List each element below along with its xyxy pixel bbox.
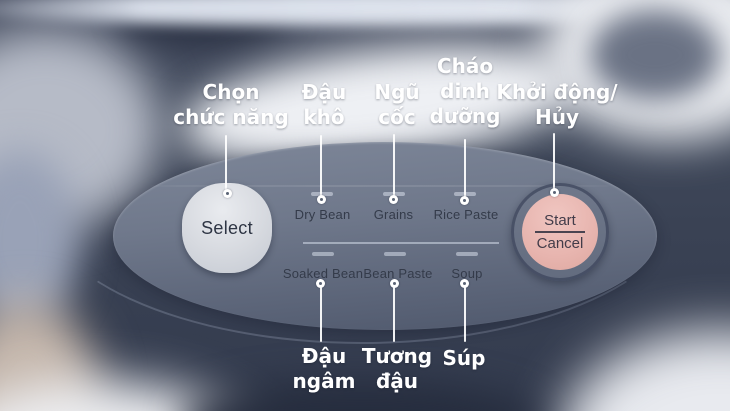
program-label-bean-paste: Bean Paste [363,266,433,281]
callout-line-grains [392,134,395,198]
annotation-dau-kho: Đậu khô [301,80,347,129]
program-label-soup: Soup [451,266,483,281]
background-blur-bottom-dark [180,382,540,411]
callout-line-select [225,135,227,192]
background-blur-bottomright-white [560,330,730,411]
indicator-soup [455,252,478,256]
machine-body-edge-arc [35,45,689,344]
callout-dot-soaked-bean [316,279,325,288]
annotation-ngu-coc: Ngũ cốc [374,80,420,129]
callout-dot-soup [460,279,469,288]
annotation-chon-chuc-nang: Chọn chức năng [173,80,289,129]
start-cancel-divider [535,231,585,233]
start-cancel-button[interactable]: Start Cancel [511,183,609,281]
callout-dot-bean-paste [389,279,399,288]
program-label-dry-bean: Dry Bean [294,207,351,222]
indicator-soaked-bean [311,252,334,256]
select-button-label: Select [201,217,253,238]
panel-divider [303,242,499,244]
callout-dot-start [549,187,559,197]
callout-dot-rice-paste [460,195,469,205]
callout-line-rice-paste [463,139,466,198]
callout-dot-select [222,188,232,198]
program-label-rice-paste: Rice Paste [433,207,499,222]
cancel-label: Cancel [536,234,584,252]
indicator-bean-paste [384,252,406,256]
annotation-sup: Súp [442,346,486,370]
start-cancel-button-face: Start Cancel [522,194,598,270]
background-blur-topright-dark [590,10,720,100]
annotation-chao-dinh-duong: Cháo dinh dưỡng [429,54,501,128]
callout-line-bean-paste [393,287,395,342]
callout-line-start [553,133,555,191]
callout-line-dry-bean [319,135,322,198]
callout-line-soaked-bean [319,287,322,342]
callout-dot-dry-bean [317,194,326,204]
callout-line-soup [463,287,466,342]
annotation-tuong-dau: Tương đậu [361,344,433,393]
program-label-soaked-bean: Soaked Bean [282,266,364,281]
annotation-khoi-dong-huy: Khởi động/ Hủy [496,80,618,129]
annotation-dau-ngam: Đậu ngâm [292,344,356,393]
select-button[interactable]: Select [182,183,272,273]
program-label-grains: Grains [373,207,414,222]
callout-dot-grains [389,194,398,204]
panel-reflection-line [150,185,610,187]
indicator-dry-bean [311,192,333,196]
start-label: Start [544,212,576,230]
